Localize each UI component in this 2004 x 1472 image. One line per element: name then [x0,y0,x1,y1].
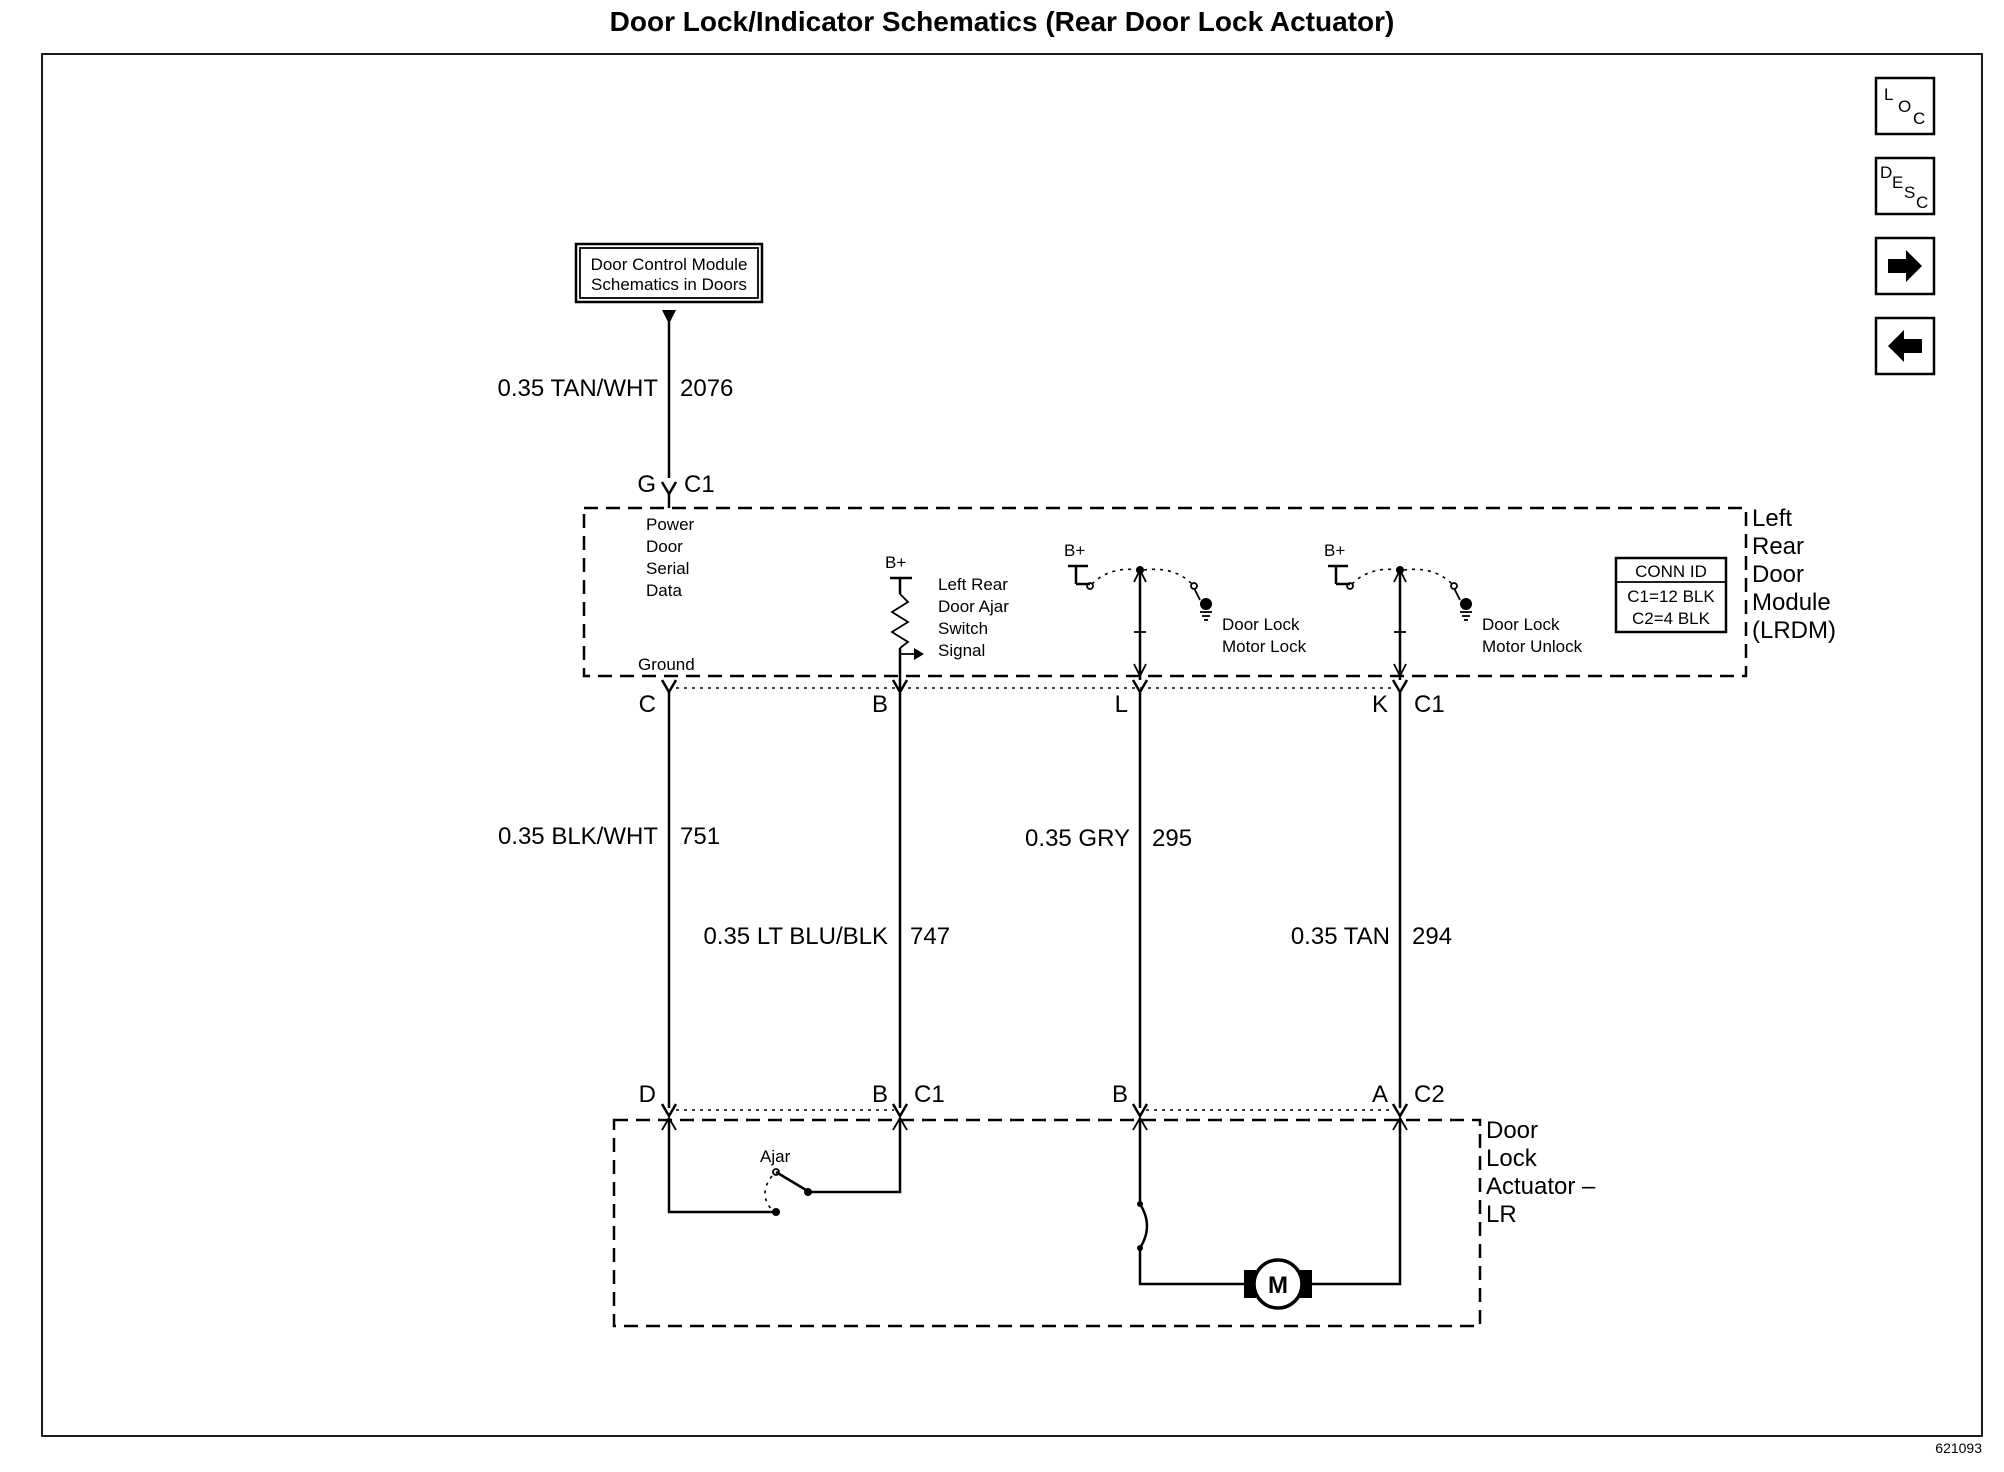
pullup-resistor [890,593,910,649]
pin-k: K [1372,691,1388,718]
pin-c: C [639,691,656,718]
figure-id: 621093 [1935,1440,1982,1456]
loc-letter-o: O [1898,97,1911,116]
door-control-module-reference[interactable]: Door Control Module Schematics in Doors [574,242,764,304]
desc-letter-e: E [1892,173,1903,192]
connector-g-c1 [660,481,678,497]
conn-c1-lrdm: C1 [1414,691,1445,718]
loc-letter-c: C [1913,109,1925,128]
ajar-label: Ajar [760,1147,791,1166]
lrdm-name-line-4: Module [1752,589,1831,616]
motor-label: M [1268,1272,1288,1299]
wire-294-circuit: 294 [1412,923,1452,950]
bplus-unlock: B+ [1324,541,1345,560]
pin-l: L [1115,691,1128,718]
page-title: Door Lock/Indicator Schematics (Rear Doo… [609,6,1395,37]
actuator-name-line-2: Lock [1486,1145,1538,1172]
actuator-box [612,1118,1482,1328]
actuator-name: Door Lock Actuator – LR [1486,1117,1596,1228]
wire-295-circuit: 295 [1152,825,1192,852]
bplus-ajar: B+ [885,553,906,572]
loc-letter-l: L [1884,85,1893,104]
wire-751-gauge: 0.35 BLK/WHT [498,823,658,850]
pin-d: D [639,1081,656,1108]
conn-c1-actuator: C1 [914,1081,945,1108]
lock-label-line-2: Motor Lock [1222,637,1307,656]
lrdm-module-box [582,506,1748,678]
serial-line-4: Data [646,581,682,600]
conn-id-box: CONN ID C1=12 BLK C2=4 BLK [1614,556,1728,634]
pin-a: A [1372,1081,1388,1108]
right-arrow-icon [1888,250,1922,282]
reference-line-1: Door Control Module [591,255,748,274]
lock-label-line-1: Door Lock [1222,615,1300,634]
ground-label: Ground [638,655,695,674]
serial-line-1: Power [646,515,695,534]
wire-747-gauge: 0.35 LT BLU/BLK [703,923,888,950]
diagram-frame [41,53,1983,1437]
conn-c1-top: C1 [684,471,715,498]
pin-b-lrdm: B [872,691,888,718]
unlock-label-line-2: Motor Unlock [1482,637,1583,656]
next-page-button[interactable] [1874,236,1936,296]
ajar-signal-line-2: Door Ajar [938,597,1009,616]
ajar-signal-line-1: Left Rear [938,575,1008,594]
lrdm-name-line-2: Rear [1752,533,1804,560]
actuator-name-line-3: Actuator – [1486,1173,1596,1200]
wire-295-gauge: 0.35 GRY [1025,825,1130,852]
ajar-signal-line-4: Signal [938,641,985,660]
wire-747-circuit: 747 [910,923,950,950]
desc-letter-s: S [1904,183,1915,202]
conn-id-c2: C2=4 BLK [1632,609,1711,628]
wire-751-circuit: 751 [680,823,720,850]
desc-letter-c: C [1916,193,1928,212]
lrdm-name-line-5: (LRDM) [1752,617,1836,644]
desc-button[interactable]: D E S C [1874,156,1936,216]
lrdm-name-line-3: Door [1752,561,1804,588]
reference-arrow-icon [662,310,676,324]
serial-line-2: Door [646,537,683,556]
loc-button[interactable]: L O C [1874,76,1936,136]
lrdm-name: Left Rear Door Module (LRDM) [1752,505,1836,644]
pin-g: G [637,471,656,498]
conn-c2-actuator: C2 [1414,1081,1445,1108]
reference-line-2: Schematics in Doors [591,275,747,294]
ajar-switch-contact [775,1170,807,1192]
wire-294-gauge: 0.35 TAN [1291,923,1390,950]
thermal-breaker [1138,1203,1149,1249]
conn-id-title: CONN ID [1635,562,1707,581]
left-arrow-icon [1888,330,1922,362]
serial-line-3: Serial [646,559,689,578]
motor-icon [1252,1258,1304,1310]
actuator-name-line-1: Door [1486,1117,1538,1144]
ajar-signal-line-3: Switch [938,619,988,638]
wire-2076-gauge: 0.35 TAN/WHT [498,375,659,402]
prev-page-button[interactable] [1874,316,1936,376]
unlock-label-line-1: Door Lock [1482,615,1560,634]
pin-b-c1: B [872,1081,888,1108]
lrdm-name-line-1: Left [1752,505,1792,532]
desc-letter-d: D [1880,163,1892,182]
conn-id-c1: C1=12 BLK [1627,587,1715,606]
pin-b-c2: B [1112,1081,1128,1108]
actuator-name-line-4: LR [1486,1201,1517,1228]
bplus-lock: B+ [1064,541,1085,560]
wire-2076-circuit: 2076 [680,375,733,402]
